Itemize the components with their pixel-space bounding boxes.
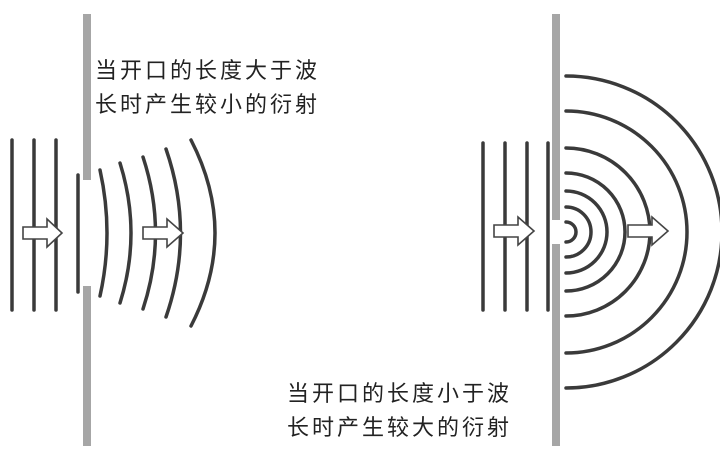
- outgoing-wavefront: [564, 205, 593, 259]
- left-incoming-wavefronts: [10, 138, 58, 312]
- outgoing-wavefront: [564, 189, 609, 275]
- outgoing-wavefront: [564, 220, 578, 244]
- barrier-lower: [552, 244, 560, 446]
- arrow-right-icon: [142, 217, 185, 249]
- caption-line: 当开口的长度大于波: [95, 59, 321, 84]
- caption-line: 长时产生较小的衍射: [95, 93, 321, 118]
- caption-small-diffraction: 当开口的长度大于波 长时产生较小的衍射: [95, 55, 320, 123]
- left-panel: [10, 14, 217, 446]
- outgoing-wavefront: [189, 138, 217, 328]
- outgoing-wavefront: [564, 171, 627, 293]
- caption-large-diffraction: 当开口的长度小于波 长时产生较大的衍射: [287, 378, 512, 446]
- barrier-upper: [552, 14, 560, 220]
- arrow-right-icon: [22, 217, 64, 249]
- barrier-upper: [83, 14, 91, 180]
- left-barrier: [83, 14, 91, 446]
- right-panel: [481, 14, 720, 446]
- left-outgoing-wavefronts: [98, 138, 217, 328]
- barrier-lower: [83, 286, 91, 446]
- arrow-right-icon: [627, 215, 670, 247]
- caption-line: 当开口的长度小于波: [287, 382, 513, 407]
- outgoing-wavefront: [118, 161, 133, 305]
- outgoing-wavefront: [564, 74, 720, 390]
- outgoing-wavefront: [564, 109, 689, 355]
- arrow-right-icon: [493, 215, 536, 247]
- right-barrier: [552, 14, 560, 446]
- outgoing-wavefront: [98, 168, 109, 298]
- caption-line: 长时产生较大的衍射: [287, 416, 513, 441]
